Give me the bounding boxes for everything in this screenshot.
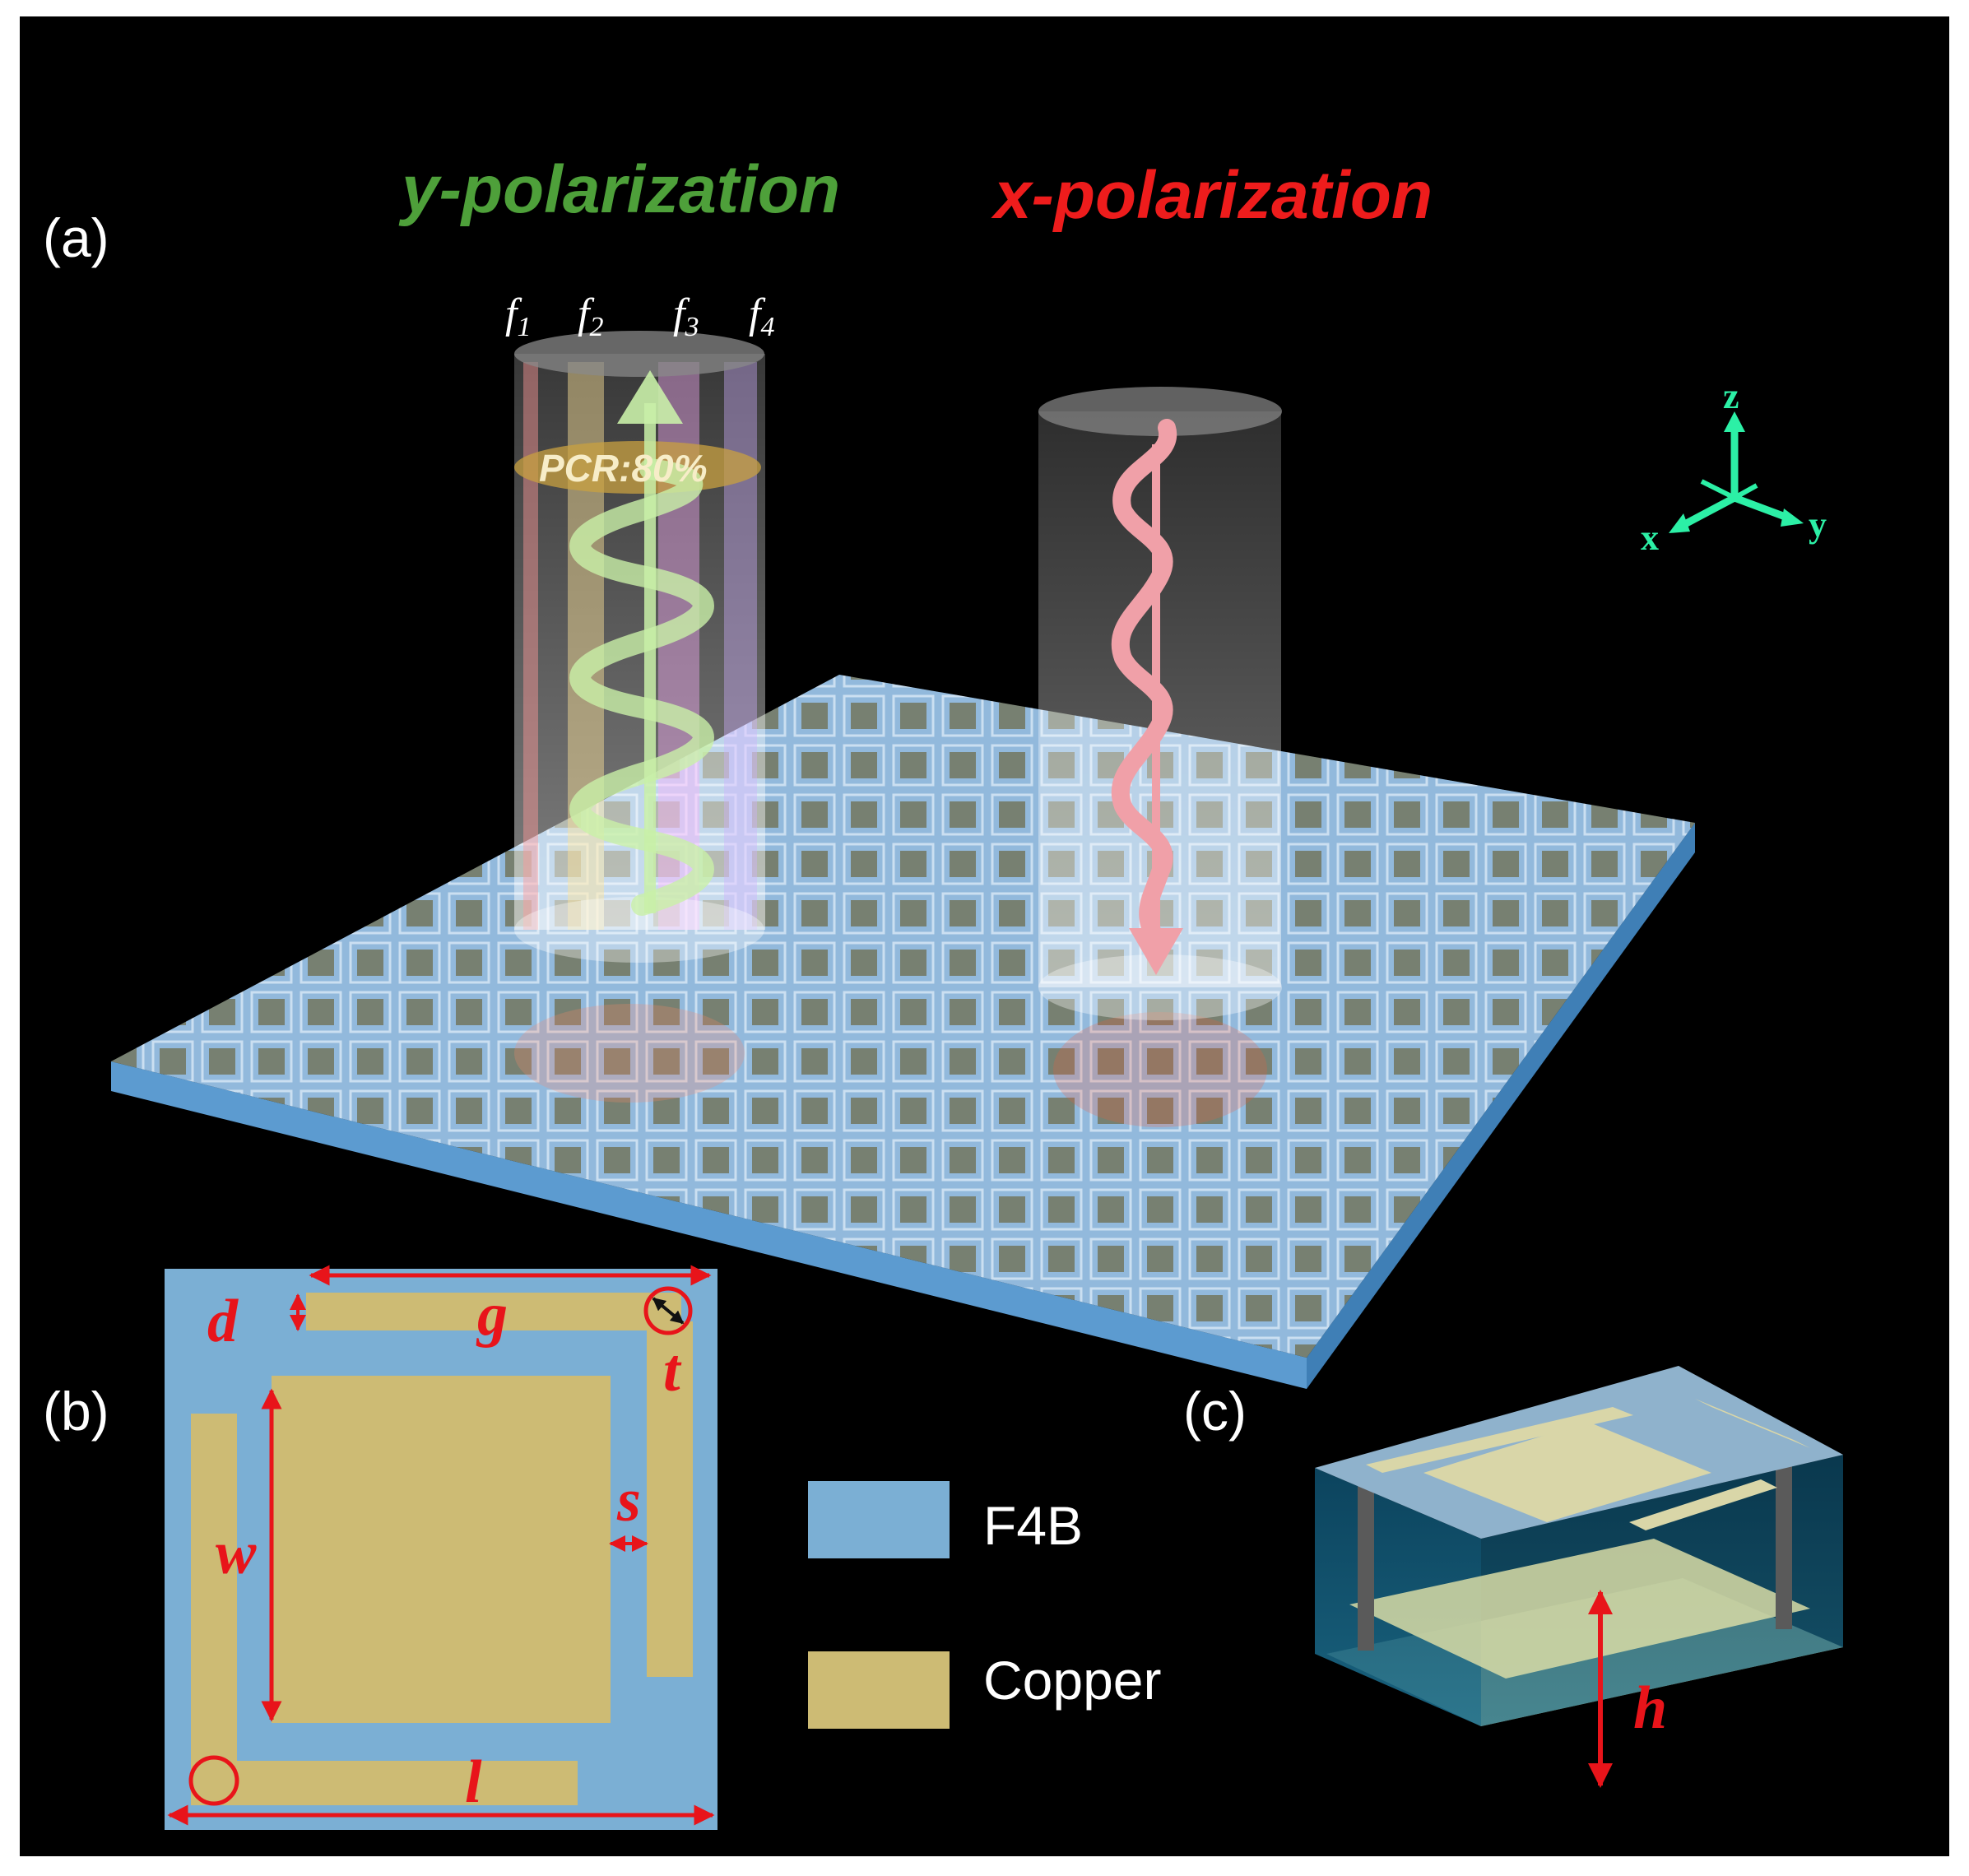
unit-3d-top-strip-3 <box>1695 1399 1810 1448</box>
dim-label-h: h <box>1633 1674 1667 1742</box>
x-beam-top <box>1038 387 1282 436</box>
coordinate-axes: z x y <box>1641 376 1827 558</box>
panel-a-label: (a) <box>43 207 109 268</box>
y-beam-arrowhead <box>617 370 683 424</box>
panel-b-label: (b) <box>43 1381 109 1442</box>
y-polarization-title: y-polarization <box>398 152 840 227</box>
dim-label-l: l <box>465 1748 482 1816</box>
board-top-surface <box>111 675 1695 1358</box>
freq-band-f4 <box>724 362 757 930</box>
y-beam-top <box>514 331 764 377</box>
x-polarization-title: x-polarization <box>991 158 1433 233</box>
y-beam-helix <box>569 458 714 916</box>
x-beam <box>1038 387 1282 1127</box>
t-dimension-arrow <box>652 1297 685 1325</box>
bottom-strip <box>211 1761 578 1805</box>
x-beam-arrowhead <box>1129 928 1183 975</box>
x-axis-arrowhead <box>1669 513 1690 533</box>
right-strip <box>647 1321 693 1677</box>
z-axis-label: z <box>1723 376 1739 416</box>
panel-c-label: (c) <box>1183 1381 1247 1442</box>
axis-tail-1 <box>1700 479 1736 500</box>
unit-3d-top-strip-2 <box>1629 1479 1777 1530</box>
board-top-sheen <box>111 675 1695 1358</box>
panel-a: (a) y-polarization x-polarization PCR:80… <box>43 152 1827 1389</box>
unit-3d-top-strip-1 <box>1366 1407 1633 1473</box>
legend-swatch-copper <box>808 1651 950 1729</box>
x-beam-helix <box>1111 419 1177 947</box>
axis-tail-2 <box>1733 483 1758 500</box>
central-square-patch <box>272 1376 611 1723</box>
legend-swatch-f4b <box>808 1481 950 1558</box>
dim-label-g: g <box>476 1281 508 1349</box>
y-beam: PCR:80% <box>514 331 765 1103</box>
x-axis-line <box>1678 495 1737 530</box>
board-right-edge <box>1307 823 1695 1389</box>
legend-label-copper: Copper <box>983 1650 1161 1711</box>
y-axis-label: y <box>1809 504 1827 545</box>
y-axis-arrowhead <box>1781 508 1804 527</box>
via-marker-top-right <box>643 1286 693 1335</box>
pcr-label: PCR:80% <box>539 447 708 490</box>
y-beam-bottom <box>514 897 764 963</box>
y-axis-line <box>1733 494 1791 522</box>
unit-3d-top-patch <box>1423 1422 1711 1522</box>
y-beam-reflection <box>514 1004 745 1103</box>
dim-label-t: t <box>663 1337 682 1405</box>
legend: F4B Copper <box>808 1481 1161 1729</box>
x-axis-label: x <box>1641 518 1659 558</box>
x-beam-bottom <box>1038 954 1282 1020</box>
board-front-edge <box>111 1061 1307 1389</box>
freq-band-f1 <box>523 362 538 930</box>
unit-3d-post-1 <box>1358 1486 1374 1651</box>
dim-label-w: w <box>216 1520 257 1587</box>
left-strip <box>191 1414 237 1789</box>
top-strip <box>306 1293 666 1330</box>
legend-label-f4b: F4B <box>983 1495 1083 1556</box>
unit-3d-inner-floor <box>1349 1539 1810 1679</box>
metasurface-board <box>111 675 1695 1389</box>
x-beam-reflection <box>1053 1012 1267 1127</box>
z-axis-arrowhead <box>1724 411 1745 432</box>
dim-label-d: d <box>207 1288 239 1355</box>
via-marker-bottom-left <box>188 1755 239 1806</box>
dim-label-s: s <box>616 1467 641 1535</box>
panel-c: (c) h <box>1183 1366 1843 1788</box>
unit-3d-post-2 <box>1776 1465 1792 1629</box>
panel-b: (b) d g t w s l <box>43 1265 717 1830</box>
